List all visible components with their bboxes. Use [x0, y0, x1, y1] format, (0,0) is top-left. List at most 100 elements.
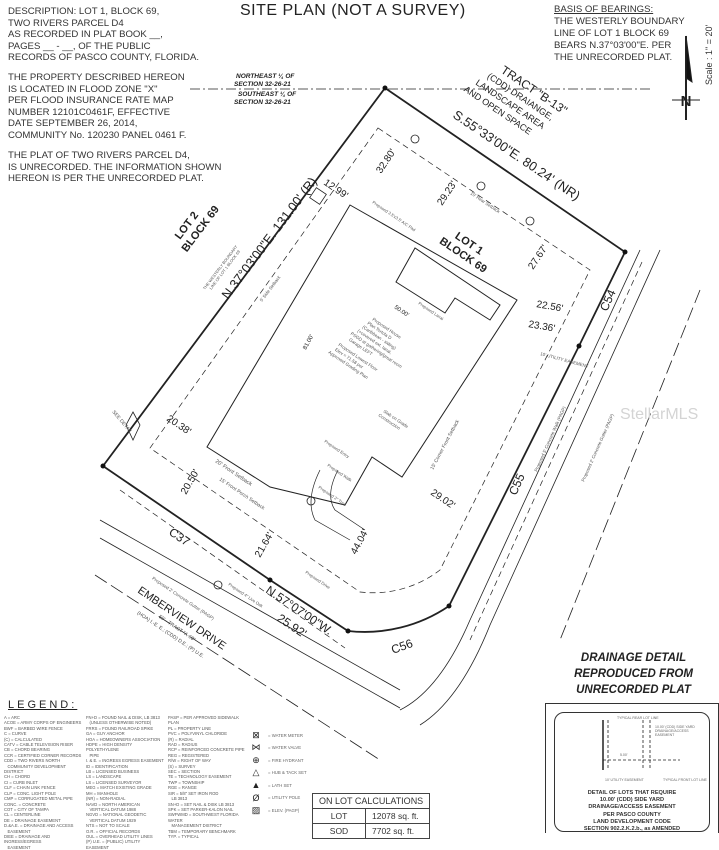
legend-item: HOA = HOMEOWNERS ASSOCIATION — [86, 736, 161, 742]
drainage-detail-drawing — [602, 720, 680, 770]
svg-text:5' Side Setback: 5' Side Setback — [259, 274, 282, 302]
basis-heading: BASIS OF BEARINGS: — [554, 4, 654, 15]
legend-item: (C) = CALCULATED — [4, 736, 42, 742]
legend-item: NGVD = NATIONAL GEODETIC — [86, 812, 147, 818]
symbol-legend-item: ⊠= WATER METER — [250, 729, 307, 742]
svg-text:29.02': 29.02' — [428, 487, 457, 511]
svg-text:50.00': 50.00' — [393, 305, 410, 319]
legend-item: VERTICAL DATUM 1929 — [86, 817, 136, 823]
svg-text:20.50': 20.50' — [179, 468, 202, 497]
legend-item: PIPE — [86, 752, 100, 758]
basis-line: THE UNRECORDED PLAT. — [554, 52, 673, 63]
legend-item: I. & E. = INGRESS EGRESS EASEMENT — [86, 758, 164, 764]
svg-text:SEE DETAIL: SEE DETAIL — [110, 409, 133, 435]
legend-item: CLF = CHAIN LINK FENCE — [4, 785, 56, 791]
basis-of-bearings: BASIS OF BEARINGS: THE WESTERLY BOUNDARY… — [554, 4, 685, 64]
elev-icon: ▨ — [251, 804, 261, 815]
svg-text:10' UTILITY EASEMENT: 10' UTILITY EASEMENT — [540, 351, 590, 369]
street-labels: Proposed 2' Concrete Gutter (PAGP) EMBER… — [135, 576, 228, 660]
section-ne-label: NORTHEAST ¼ OF — [236, 73, 295, 80]
svg-text:44.04': 44.04' — [349, 527, 371, 556]
north-letter: N — [681, 93, 692, 110]
section-se-label: SOUTHEAST ¼ OF — [238, 91, 297, 98]
svg-text:20.38': 20.38' — [164, 413, 193, 437]
legend-item: CDD = TWO RIVERS NORTH — [4, 758, 61, 764]
description-note: DESCRIPTION: LOT 1, BLOCK 69, TWO RIVERS… — [8, 6, 200, 64]
svg-text:29.23': 29.23' — [435, 179, 459, 208]
legend-item: DIEE = DRAINAGE AND INGRESS/EGRESS — [4, 833, 52, 845]
scale-label: Scale : 1" = 20' — [704, 25, 714, 85]
legend-column-2: FN+D = FOUND NAIL & DISK, LB 3813 (UNLES… — [86, 715, 164, 850]
basis-line: BEARS N.37°03'00"E. PER — [554, 40, 672, 51]
water-valve-icon: ⋈ — [251, 742, 261, 753]
legend-item: TYP. = TYPICAL — [168, 833, 199, 839]
svg-text:27.67': 27.67' — [526, 243, 550, 272]
symbol-legend: ⊠= WATER METER⋈= WATER VALVE⊕= FIRE HYDR… — [250, 729, 307, 817]
legend-item: NAVD = NORTH AMERICAN — [86, 801, 140, 807]
legend-item: VERTICAL DATUM 1988 — [86, 806, 136, 812]
svg-text:32.80': 32.80' — [374, 147, 398, 176]
legend-item: TE = TECHNOLOGY EASEMENT — [168, 774, 232, 780]
legend-item: RGE = RANGE — [168, 785, 197, 791]
legend-item: BWF = BARBED WIRE FENCE — [4, 725, 63, 731]
symbol-legend-item: △= HUB & TACK SET — [250, 767, 307, 780]
south-boundary-labels: N.57°07'00"W. 25.92' — [263, 583, 335, 641]
svg-text:15' Corner Front Setback: 15' Corner Front Setback — [429, 418, 461, 470]
legend-item: TBM = TEMPORARY BENCHMARK — [168, 828, 236, 834]
legend-item: ACOE = ARMY CORPS OF ENGINEERS — [4, 720, 82, 726]
legend-item: DE = DRAINAGE EASEMENT — [4, 817, 61, 823]
svg-text:Proposed Drive: Proposed Drive — [304, 570, 331, 591]
legend-item: LS = LANDSCAPE — [86, 774, 122, 780]
symbol-label: = UTILITY POLE — [268, 795, 301, 801]
legend-item: (R) = RADIAL — [168, 736, 194, 742]
symbol-label: = WATER VALVE — [268, 745, 302, 751]
proposed-house-footprint — [206, 204, 518, 506]
utility-pole-icon: Ø — [252, 792, 260, 803]
legend-item: CLP = CONC. LIGHT POLE — [4, 790, 57, 796]
svg-text:Proposed Entry: Proposed Entry — [323, 439, 350, 460]
legend-item: COMMUNITY DEVELOPMENT DISTRICT — [4, 763, 68, 775]
proposed-lanai — [395, 247, 501, 321]
legend-item: SPK = SET PARKER-KALON NAIL — [168, 806, 234, 812]
north-arrow-icon: N Scale : 1" = 20' — [672, 25, 714, 120]
legend-item: CH = CHORD — [4, 774, 31, 780]
basis-line: THE WESTERLY BOUNDARY — [554, 16, 685, 27]
legend-item: NTS = NOT TO SCALE — [86, 823, 130, 829]
legend-item: CMP = CORRUGATED METAL PIPE — [4, 796, 73, 802]
section-se-label: SECTION 32-26-21 — [234, 99, 291, 106]
svg-text:20' Front Setback: 20' Front Setback — [214, 459, 253, 488]
symbol-legend-item: Ø = UTILITY POLE — [250, 792, 307, 805]
curve-label-c37: C37 — [166, 525, 192, 549]
boundary-corner-markers — [100, 85, 628, 634]
street-lines — [94, 249, 701, 761]
svg-text:21.64': 21.64' — [253, 531, 276, 560]
legend-item: SIR = 5/8" SET IRON ROD — [168, 790, 219, 796]
svg-text:23.36': 23.36' — [527, 319, 556, 335]
symbol-label: = FIRE HYDRANT — [268, 757, 304, 763]
site-plan-drawing: N Scale : 1" = 20' NORTHEAST ¼ OF SECTIO… — [94, 25, 714, 770]
legend-item: FRRS = FOUND RAILROAD SPIKE — [86, 725, 154, 731]
symbol-label: = ELEV. (PAGP) — [268, 807, 300, 813]
legend-item: CI = CURB INLET — [4, 779, 38, 785]
tract-label: TRACT "B-13" (CDD) DRAIANGE, LANDSCAPE A… — [462, 63, 570, 137]
svg-text:Proposed Walk: Proposed Walk — [326, 463, 353, 483]
watermark: StellarMLS — [620, 406, 699, 423]
legend-item: MH = MANHOLE — [86, 790, 118, 796]
legend-item: TWP = TOWNSHIP — [168, 779, 205, 785]
legend-item: MEG = MATCH EXISTING GRADE — [86, 785, 152, 791]
legend-item: HDPE = HIGH DENSITY POLYETHYLENE — [86, 742, 134, 753]
legend-item: FN+D = FOUND NAIL & DISK, LB 3813 — [86, 715, 160, 720]
legend-item: REG = REGISTERED — [168, 752, 210, 758]
legend-item: O.R. = OFFICIAL RECORDS — [86, 828, 141, 834]
legend-item: LS = LICENSED SURVEYOR — [86, 779, 142, 785]
symbol-label: = LATH SET — [268, 782, 292, 788]
legend-item: PASP = PER APPROVED SIDEWALK PLAN — [168, 715, 241, 726]
legend-item: COT = CITY OF TAMPA — [4, 806, 49, 812]
symbol-legend-item: ▲= LATH SET — [250, 779, 307, 792]
